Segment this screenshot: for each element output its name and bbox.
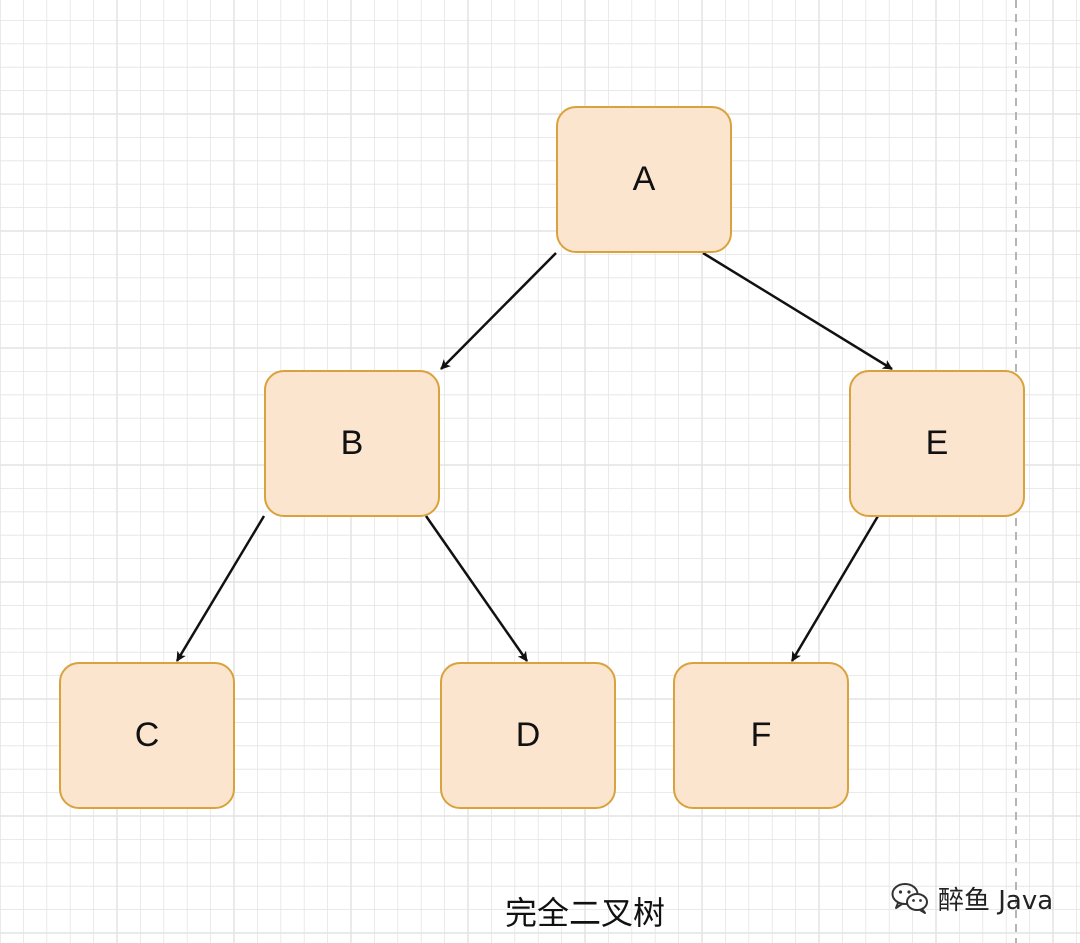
tree-node-b[interactable]: B [264, 370, 440, 517]
node-label-f: F [750, 716, 772, 754]
tree-node-e[interactable]: E [849, 370, 1025, 517]
edge-a-b [440, 252, 557, 370]
edge-a-e [702, 251, 893, 371]
watermark: 醉鱼 Java [890, 878, 1053, 918]
node-label-c: C [134, 716, 160, 754]
node-label-e: E [925, 424, 949, 462]
tree-node-a[interactable]: A [556, 106, 732, 253]
tree-node-c[interactable]: C [59, 662, 235, 809]
edge-b-c [175, 515, 266, 662]
wechat-icon [891, 883, 928, 914]
node-label-d: D [515, 716, 541, 754]
node-label-a: A [632, 160, 656, 198]
node-label-b: B [340, 424, 364, 462]
tree-node-d[interactable]: D [440, 662, 616, 809]
watermark-text: 醉鱼 Java [938, 885, 1054, 916]
edge-b-d [424, 515, 529, 662]
diagram-caption: 完全二叉树 [504, 894, 665, 932]
edge-e-f [790, 515, 880, 662]
tree-node-f[interactable]: F [673, 662, 849, 809]
